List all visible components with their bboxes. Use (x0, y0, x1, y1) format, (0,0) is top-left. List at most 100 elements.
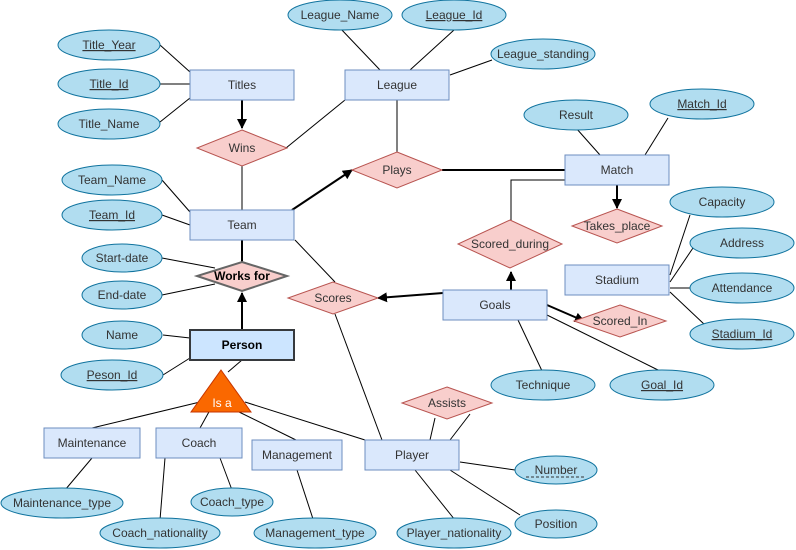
attr-address: Address (689, 227, 795, 259)
line-isa-coach (199, 409, 211, 429)
attr-title-id-label: Title_Id (90, 77, 129, 91)
rel-is-a-label: Is a (212, 396, 232, 410)
attr-management-type: Management_type (253, 517, 377, 549)
entity-maintenance: Maintenance (43, 427, 141, 459)
arrow-team-plays (291, 169, 353, 211)
entity-league: League (344, 69, 450, 101)
attr-title-name-label: Title_Name (79, 117, 140, 131)
entity-person-label: Person (222, 338, 263, 352)
attr-player-nationality: Player_nationality (396, 517, 512, 549)
attr-league-standing: League_standing (490, 38, 596, 70)
line-position (449, 469, 521, 516)
attr-technique-label: Technique (516, 378, 571, 392)
line-title-year (159, 44, 191, 73)
attr-result-label: Result (559, 108, 594, 122)
rel-scores: Scores (286, 281, 380, 315)
line-number (459, 461, 516, 471)
attr-number: Number (514, 455, 598, 485)
attr-team-name: Team_Name (61, 164, 163, 196)
entity-management-label: Management (262, 448, 333, 462)
rel-scored-in-label: Scored_In (593, 314, 648, 328)
attr-league-id-label: League_Id (426, 8, 483, 22)
line-stadium-id (669, 291, 706, 326)
line-coach-nationality (159, 457, 166, 521)
entity-management: Management (251, 439, 343, 471)
attr-capacity: Capacity (669, 186, 775, 218)
connector-lines (64, 27, 706, 521)
attr-league-id: League_Id (401, 0, 507, 31)
line-league-standing (449, 59, 493, 76)
attr-title-name: Title_Name (57, 108, 161, 140)
rel-wins: Wins (195, 129, 289, 167)
attr-attendance-label: Attendance (712, 281, 773, 295)
line-player-nationality (414, 469, 456, 521)
attr-technique: Technique (490, 369, 596, 401)
line-team-id (161, 214, 191, 226)
entity-titles: Titles (189, 69, 295, 101)
line-isa-management (234, 409, 297, 441)
line-isa-player (244, 401, 366, 441)
line-isa-maintenance (91, 401, 201, 429)
entity-match: Match (564, 154, 670, 186)
line-name (162, 334, 191, 339)
line-goal-id (546, 314, 663, 373)
entity-match-label: Match (601, 163, 634, 177)
attr-coach-nationality: Coach_nationality (99, 517, 221, 549)
attr-number-label: Number (535, 463, 578, 477)
attr-match-id: Match_Id (649, 88, 755, 120)
rel-assists-label: Assists (428, 396, 466, 410)
entity-team: Team (189, 209, 295, 241)
entity-player-label: Player (395, 448, 429, 462)
line-person-isa (227, 359, 243, 373)
rel-plays: Plays (350, 151, 444, 189)
entity-titles-label: Titles (228, 78, 256, 92)
rel-takes-place-label: Takes_place (584, 219, 651, 233)
attr-title-year: Title_Year (57, 29, 161, 61)
rel-scores-label: Scores (314, 291, 351, 305)
attr-address-label: Address (720, 236, 764, 250)
attr-league-name-label: League_Name (301, 8, 380, 22)
line-management-type (296, 469, 314, 520)
entities: Titles League Team Match Stadium Goals P… (43, 69, 670, 471)
arrow-goals-scores (377, 292, 444, 303)
line-address (669, 244, 696, 283)
relationship-arrows (237, 100, 622, 330)
line-wins-league (285, 99, 346, 149)
attr-goal-id: Goal_Id (609, 369, 715, 401)
attr-coach-type-label: Coach_type (200, 495, 264, 509)
attr-end-date: End-date (81, 280, 163, 310)
entity-person: Person (189, 329, 295, 361)
rel-scored-in: Scored_In (572, 304, 668, 338)
attr-team-id-label: Team_Id (89, 208, 135, 222)
attr-stadium-id: Stadium_Id (689, 318, 795, 350)
line-technique (517, 319, 544, 374)
line-league-name (339, 27, 381, 71)
attr-name: Name (81, 320, 163, 350)
line-league-id (409, 29, 455, 71)
line-title-name (159, 97, 191, 123)
line-start-date (161, 257, 216, 269)
attr-maintenance-type: Maintenance_type (0, 487, 124, 519)
attr-player-nationality-label: Player_nationality (407, 526, 502, 540)
entity-coach: Coach (155, 427, 243, 459)
line-match-scored-during (510, 179, 565, 220)
attr-goal-id-label: Goal_Id (641, 378, 683, 392)
attr-title-id: Title_Id (57, 68, 161, 100)
attr-management-type-label: Management_type (265, 526, 365, 540)
attr-stadium-id-label: Stadium_Id (712, 327, 773, 341)
entity-goals: Goals (442, 289, 548, 321)
attr-position: Position (514, 509, 598, 539)
rel-works-for-label: Works for (214, 269, 270, 283)
attr-coach-nationality-label: Coach_nationality (112, 526, 207, 540)
rel-plays-label: Plays (382, 163, 411, 177)
attr-team-id: Team_Id (61, 199, 163, 231)
attr-match-id-label: Match_Id (677, 97, 726, 111)
attr-name-label: Name (106, 328, 138, 342)
entity-stadium: Stadium (564, 264, 670, 296)
line-end-date (161, 283, 216, 296)
attr-person-id-label: Peson_Id (87, 368, 138, 382)
rel-takes-place: Takes_place (570, 208, 664, 244)
entity-team-label: Team (227, 218, 256, 232)
